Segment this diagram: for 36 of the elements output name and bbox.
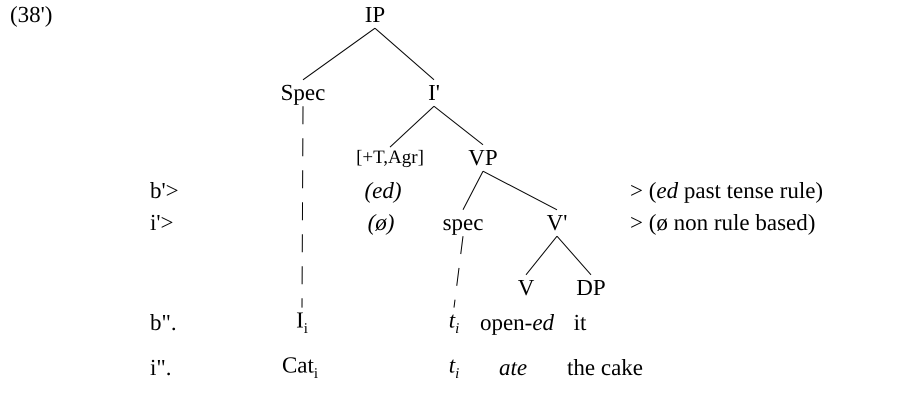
tree-node-label: I' <box>428 80 440 106</box>
text-label: Cat$_{i}$ <box>282 352 318 384</box>
text-label: the cake <box>567 354 643 382</box>
tree-node-label: I$_{i}$ <box>296 308 308 338</box>
tree-node-label: t$_{i}$ <box>448 308 460 338</box>
text-label: (ed) <box>364 178 402 204</box>
tree-node-label: spec <box>442 210 484 236</box>
tree-node-label: V' <box>546 210 568 236</box>
text-label: ate <box>498 354 528 382</box>
text-label: > (ø non rule based) <box>630 210 816 236</box>
tree-node-label: [+T,Agr] <box>356 147 424 169</box>
tree-branch <box>302 28 376 80</box>
text-label: > (ed past tense rule) <box>630 178 824 204</box>
tree-node-label: VP <box>468 144 498 172</box>
tree-node-label: V <box>518 274 534 302</box>
tree-branch <box>526 236 558 276</box>
tree-node-label: Spec <box>280 80 326 106</box>
text-label: open-ed <box>480 310 554 336</box>
tree-branch <box>374 28 434 80</box>
tree-branch <box>434 106 484 146</box>
tree-branch <box>390 106 434 148</box>
tree-branch <box>454 236 464 308</box>
text-label: b'> <box>150 178 179 204</box>
text-label: b". <box>150 310 177 336</box>
tree-node-label: IP <box>364 2 386 28</box>
text-label: it <box>574 310 586 336</box>
text-label: (ø) <box>368 210 394 236</box>
text-label: t$_{i}$ <box>448 352 460 384</box>
text-label: i'> <box>150 210 174 236</box>
tree-branch <box>556 236 592 276</box>
tree-branch <box>462 170 484 210</box>
text-label: i". <box>150 354 172 382</box>
tree-branch <box>302 106 304 308</box>
tree-node-label: DP <box>576 274 606 302</box>
example-number: (38') <box>10 2 52 28</box>
tree-branch <box>482 170 558 210</box>
